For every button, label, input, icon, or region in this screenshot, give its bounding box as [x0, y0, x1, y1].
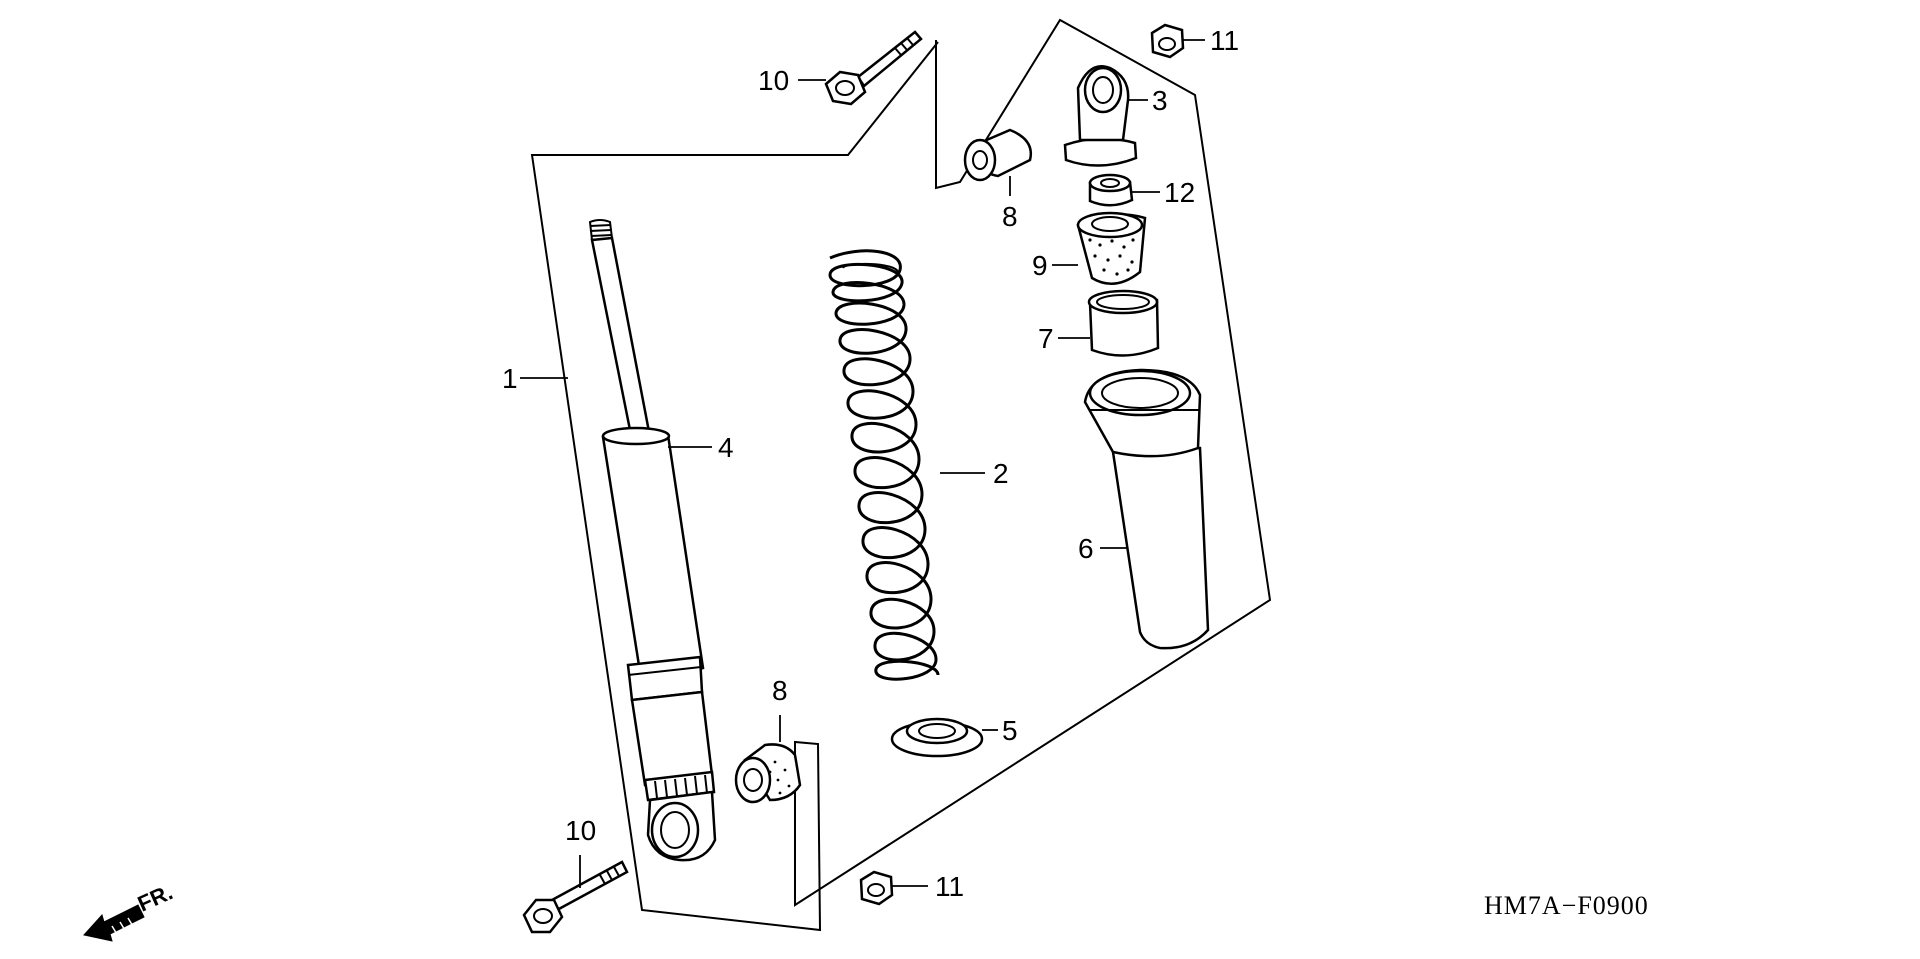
callout-8-bottom: 8: [772, 675, 788, 706]
ring-ribs: [654, 774, 708, 799]
bolt-lower-thread: [599, 866, 620, 885]
callout-7: 7: [1038, 323, 1054, 354]
callout-12: 12: [1164, 177, 1195, 208]
callout-2: 2: [993, 458, 1009, 489]
shock-absorber-part: [588, 219, 717, 862]
thread-lines: [589, 224, 613, 237]
leader-lines: [520, 39, 1205, 888]
spring-seat-part: [890, 717, 984, 758]
diagram-code: HM7A−F0900: [1484, 891, 1649, 920]
callout-11-top: 11: [1210, 25, 1239, 56]
flange-nut-lower-part: [859, 870, 894, 906]
callout-8-top: 8: [1002, 201, 1018, 232]
spring-part: [828, 249, 940, 681]
front-direction-arrow-icon: [83, 904, 145, 942]
bump-stop-part: [1076, 211, 1147, 285]
dust-guard-part: [1083, 368, 1210, 650]
callout-10-top: 10: [758, 65, 789, 96]
callout-5: 5: [1002, 715, 1018, 746]
callout-3: 3: [1152, 85, 1168, 116]
bushing-texture: [768, 760, 791, 795]
bolt-lower-part: [522, 860, 629, 934]
flange-nut-upper-part: [1150, 23, 1185, 59]
bump-stop-texture: [1088, 238, 1135, 276]
upper-joint-part: [1063, 65, 1138, 167]
callout-1: 1: [502, 363, 518, 394]
bolt-upper-thread: [894, 37, 914, 56]
callout-9: 9: [1032, 250, 1048, 281]
nut-part: [1088, 173, 1134, 207]
bolt-upper-part: [824, 30, 923, 106]
bushing-upper-part: [963, 128, 1033, 182]
callout-6: 6: [1078, 533, 1094, 564]
callout-4: 4: [718, 432, 734, 463]
collar-part: [1087, 289, 1160, 357]
callout-10-bottom: 10: [565, 815, 596, 846]
bushing-lower-part: [734, 743, 802, 804]
callout-11-bottom: 11: [935, 871, 964, 902]
